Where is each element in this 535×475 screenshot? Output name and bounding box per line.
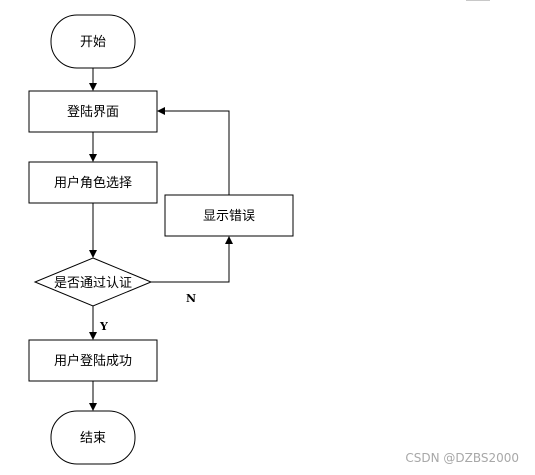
start-label: 开始 — [80, 35, 106, 50]
end-label: 结束 — [80, 431, 106, 446]
yes-edge-label: Y — [99, 320, 108, 333]
start-node: 开始 — [50, 14, 136, 69]
role-select-node: 用户角色选择 — [28, 161, 158, 204]
auth-decision-label: 是否通过认证 — [54, 276, 132, 291]
login-success-node: 用户登陆成功 — [28, 339, 158, 382]
login-success-label: 用户登陆成功 — [54, 353, 132, 369]
show-error-node: 显示错误 — [164, 194, 294, 237]
login-screen-node: 登陆界面 — [28, 90, 158, 133]
corner-mark — [466, 0, 490, 1]
show-error-label: 显示错误 — [203, 209, 255, 224]
end-node: 结束 — [50, 410, 136, 465]
watermark: CSDN @DZBS2000 — [405, 451, 519, 465]
role-select-label: 用户角色选择 — [54, 175, 132, 191]
arrow-error-to-login — [157, 107, 230, 195]
login-screen-label: 登陆界面 — [67, 104, 119, 120]
no-edge-label: N — [186, 292, 196, 305]
arrow-decision-no — [151, 236, 233, 283]
auth-decision-node: 是否通过认证 — [33, 257, 153, 307]
